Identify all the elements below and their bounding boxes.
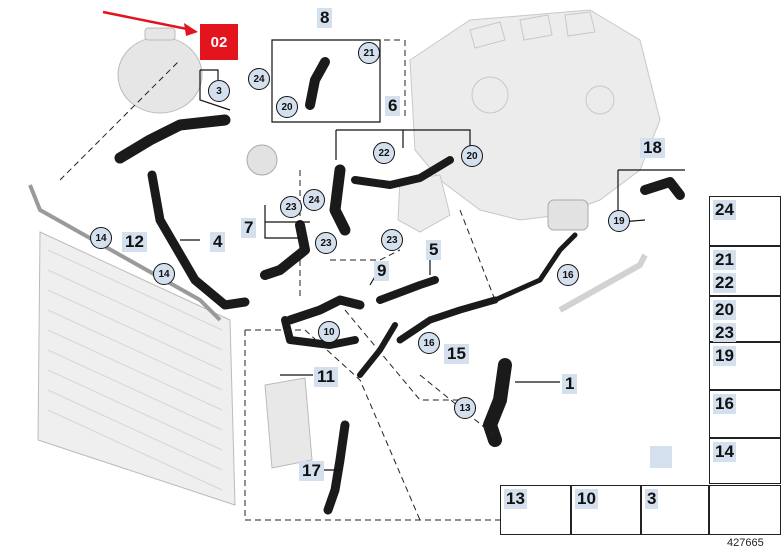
callout-18[interactable]: 18 bbox=[640, 138, 665, 158]
red-arrow bbox=[102, 10, 198, 36]
callout-1[interactable]: 1 bbox=[562, 374, 578, 394]
hoses bbox=[114, 57, 685, 515]
thermostat bbox=[246, 144, 589, 231]
reference-number: 427665 bbox=[727, 537, 764, 549]
callout-20[interactable]: 20 bbox=[276, 96, 298, 118]
legend-label-20: 20 bbox=[713, 300, 736, 320]
callout-16[interactable]: 16 bbox=[557, 264, 579, 286]
callout-3[interactable]: 3 bbox=[208, 80, 230, 102]
red-badge: 02 bbox=[200, 24, 238, 60]
legend-item-13[interactable]: 13 bbox=[500, 485, 571, 535]
legend-item-10[interactable]: 10 bbox=[571, 485, 641, 535]
callout-23[interactable]: 23 bbox=[280, 196, 302, 218]
legend-item-arrow[interactable] bbox=[709, 485, 781, 535]
callout-14-b[interactable]: 14 bbox=[153, 263, 175, 285]
legend-label-23: 23 bbox=[713, 323, 736, 343]
callout-17[interactable]: 17 bbox=[299, 461, 324, 481]
legend-item-20-23[interactable]: 20 23 bbox=[709, 296, 781, 343]
callout-21[interactable]: 21 bbox=[358, 42, 380, 64]
legend-label-13: 13 bbox=[504, 489, 527, 509]
callout-24-b[interactable]: 24 bbox=[303, 189, 325, 211]
legend-item-21-22[interactable]: 21 22 bbox=[709, 246, 781, 296]
callout-20-b[interactable]: 20 bbox=[461, 145, 483, 167]
callout-23-b[interactable]: 23 bbox=[315, 232, 337, 254]
callout-11[interactable]: 11 bbox=[314, 367, 338, 387]
blank-label bbox=[650, 446, 672, 468]
callout-19[interactable]: 19 bbox=[608, 210, 630, 232]
leader-lines bbox=[59, 39, 501, 521]
legend-label-21: 21 bbox=[713, 250, 736, 270]
callout-13[interactable]: 13 bbox=[454, 397, 476, 419]
pipe-12 bbox=[28, 184, 222, 322]
legend-label-10: 10 bbox=[575, 489, 598, 509]
legend-label-24: 24 bbox=[713, 200, 736, 220]
callout-9[interactable]: 9 bbox=[374, 261, 390, 281]
legend-label-14: 14 bbox=[713, 442, 736, 462]
legend-item-16[interactable]: 16 bbox=[709, 390, 781, 438]
callout-4[interactable]: 4 bbox=[210, 232, 226, 252]
legend-label-16: 16 bbox=[713, 394, 736, 414]
callout-10[interactable]: 10 bbox=[318, 321, 340, 343]
engine-block bbox=[397, 9, 661, 233]
callout-14[interactable]: 14 bbox=[90, 227, 112, 249]
callout-5[interactable]: 5 bbox=[426, 240, 442, 260]
legend-item-24[interactable]: 24 bbox=[709, 196, 781, 246]
legend-label-22: 22 bbox=[713, 273, 736, 293]
callout-22[interactable]: 22 bbox=[373, 142, 395, 164]
callout-12[interactable]: 12 bbox=[122, 232, 147, 252]
callout-7[interactable]: 7 bbox=[241, 218, 257, 238]
callout-8[interactable]: 8 bbox=[317, 8, 333, 28]
callout-15[interactable]: 15 bbox=[444, 344, 469, 364]
legend-item-14[interactable]: 14 bbox=[709, 438, 781, 484]
legend-item-19[interactable]: 19 bbox=[709, 342, 781, 390]
radiator bbox=[37, 231, 236, 506]
small-reservoir bbox=[264, 377, 313, 469]
callout-16-b[interactable]: 16 bbox=[418, 332, 440, 354]
callout-23-c[interactable]: 23 bbox=[381, 229, 403, 251]
legend-item-3[interactable]: 3 bbox=[641, 485, 709, 535]
expansion-tank bbox=[117, 27, 203, 114]
legend-label-19: 19 bbox=[713, 346, 736, 366]
callout-6[interactable]: 6 bbox=[385, 96, 401, 116]
legend-label-3: 3 bbox=[645, 489, 659, 509]
callout-24[interactable]: 24 bbox=[248, 68, 270, 90]
pipe-18 bbox=[558, 253, 648, 313]
